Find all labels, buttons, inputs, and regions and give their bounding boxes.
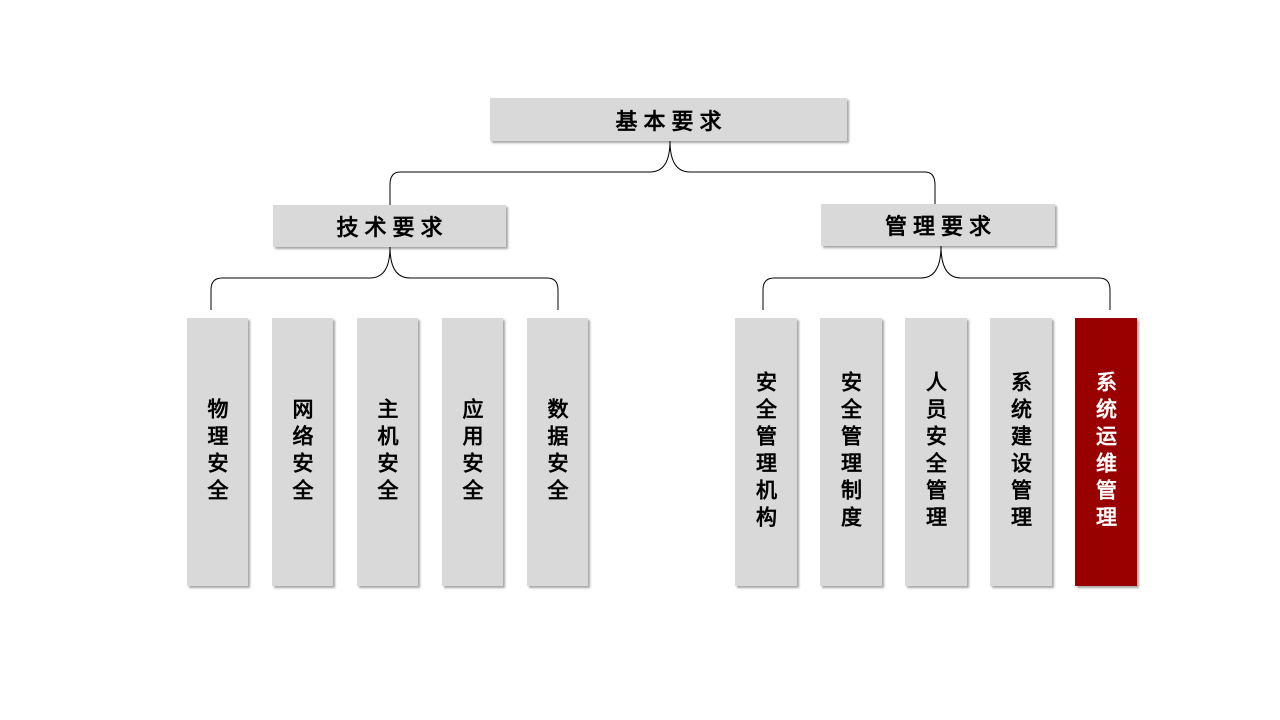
leaf-label: 主机安全 — [375, 398, 400, 506]
leaf-label: 物理安全 — [205, 398, 230, 506]
mgmt-brace-left — [762, 245, 942, 310]
leaf-label: 人员安全管理 — [923, 371, 949, 533]
leaf-data-security: 数据安全 — [527, 318, 588, 586]
leaf-label: 系统运维管理 — [1093, 371, 1119, 533]
root-node: 基本要求 — [490, 98, 847, 141]
leaf-label: 安全管理制度 — [838, 371, 864, 533]
technical-label: 技术要求 — [336, 215, 449, 241]
mgmt-brace-right — [940, 245, 1111, 310]
leaf-label: 系统建设管理 — [1008, 371, 1034, 533]
leaf-personnel-security: 人员安全管理 — [905, 318, 967, 586]
leaf-security-org: 安全管理机构 — [735, 318, 797, 586]
leaf-application-security: 应用安全 — [442, 318, 503, 586]
root-brace-left — [389, 140, 671, 205]
leaf-host-security: 主机安全 — [357, 318, 418, 586]
leaf-security-policy: 安全管理制度 — [820, 318, 882, 586]
technical-requirements-node: 技术要求 — [273, 205, 506, 247]
leaf-label: 数据安全 — [545, 398, 570, 506]
leaf-network-security: 网络安全 — [272, 318, 333, 586]
leaf-label: 应用安全 — [460, 398, 485, 506]
leaf-system-operations-highlighted: 系统运维管理 — [1075, 318, 1137, 586]
leaf-label: 安全管理机构 — [753, 371, 779, 533]
leaf-physical-security: 物理安全 — [187, 318, 248, 586]
root-label: 基本要求 — [615, 108, 728, 135]
management-label: 管理要求 — [884, 214, 997, 240]
tech-brace-left — [210, 246, 391, 310]
leaf-system-construction: 系统建设管理 — [990, 318, 1052, 586]
management-requirements-node: 管理要求 — [821, 204, 1055, 246]
root-brace — [669, 140, 936, 204]
leaf-label: 网络安全 — [290, 398, 315, 506]
tech-brace-right — [389, 246, 559, 310]
